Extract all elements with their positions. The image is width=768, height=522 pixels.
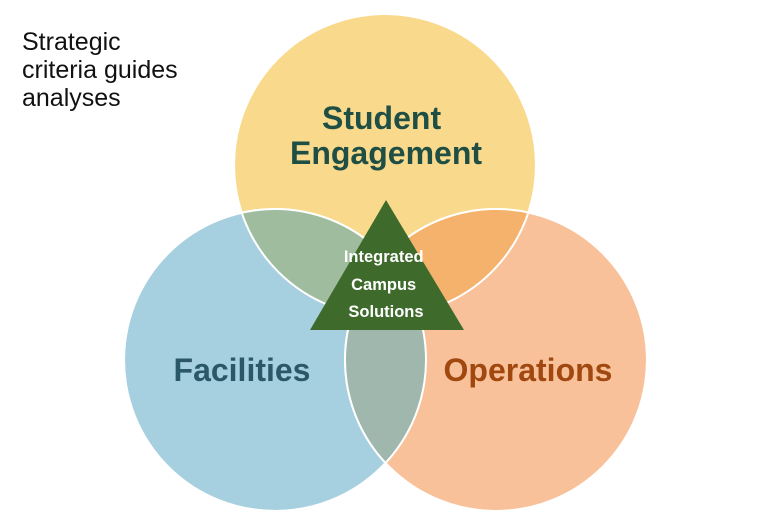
center-triangle — [310, 200, 464, 330]
label-operations: Operations — [444, 352, 613, 388]
caption-line-1: Strategic — [22, 28, 121, 56]
caption-line-2: criteria guides — [22, 56, 178, 84]
label-student-engagement: Student Engagement — [290, 100, 482, 171]
slide-caption: Strategic criteria guides analyses — [22, 28, 222, 112]
label-center: Integrated Campus Solutions — [344, 248, 428, 321]
caption-line-3: analyses — [22, 84, 121, 112]
outline-facilities — [123, 208, 427, 512]
outline-operations — [344, 208, 648, 512]
label-facilities: Facilities — [174, 352, 311, 388]
